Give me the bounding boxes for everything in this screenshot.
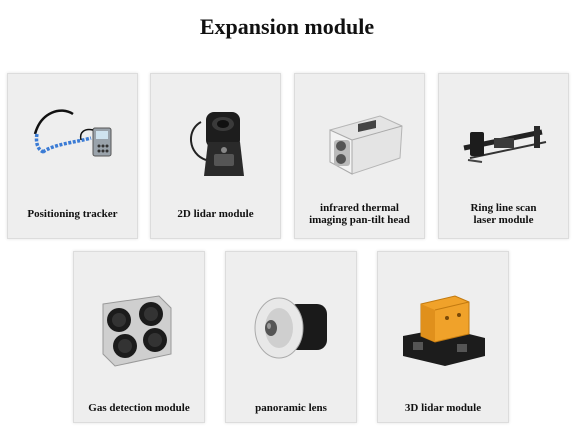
gas-detector-image — [102, 295, 172, 367]
module-label: 2D lidar module — [177, 208, 254, 220]
panoramic-lens-image — [254, 297, 327, 359]
module-card-2d-lidar[interactable]: 2D lidar module — [150, 73, 281, 239]
module-card-infrared-thermal[interactable]: infrared thermal imaging pan-tilt head — [294, 73, 425, 239]
module-card-panoramic-lens[interactable]: panoramic lens — [225, 251, 357, 423]
page-title: Expansion module — [199, 14, 375, 39]
module-card-positioning-tracker[interactable]: Positioning tracker — [7, 73, 138, 239]
module-label: 3D lidar module — [404, 402, 482, 414]
module-label: Ring line scan laser module — [470, 202, 537, 226]
ring-laser-image — [462, 126, 546, 163]
module-label: infrared thermal imaging pan-tilt head — [309, 202, 410, 226]
module-card-3d-lidar[interactable]: 3D lidar module — [377, 251, 509, 423]
module-label: Gas detection module — [88, 402, 190, 414]
2d-lidar-image — [189, 112, 244, 176]
module-label: panoramic lens — [255, 402, 327, 414]
module-card-gas-detection[interactable]: Gas detection module — [73, 251, 205, 423]
module-card-ring-laser[interactable]: Ring line scan laser module — [438, 73, 569, 239]
positioning-tracker-image — [33, 109, 111, 157]
3d-lidar-image — [403, 295, 485, 366]
module-label: Positioning tracker — [27, 208, 118, 220]
thermal-camera-image — [329, 115, 403, 175]
